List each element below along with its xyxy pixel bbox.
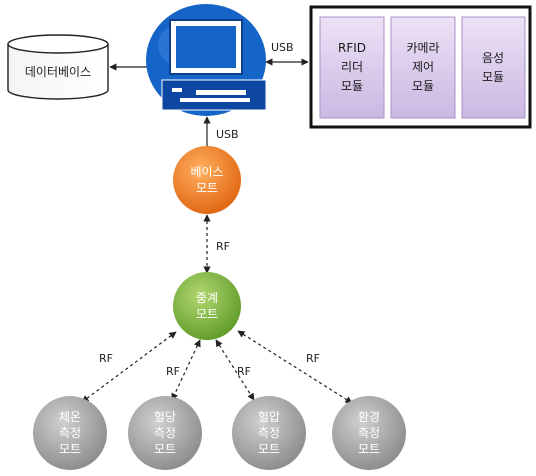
module-camera-line-1: 카메라 xyxy=(406,41,439,55)
module-rfid: RFID 리더 모듈 xyxy=(319,16,385,119)
sensor-blood-pressure-line-1: 혈압 xyxy=(258,410,280,424)
relay-sensor-link-4 xyxy=(237,330,353,404)
module-voice-line-2: 모듈 xyxy=(482,70,504,84)
rf-label-base-relay: RF xyxy=(216,240,230,253)
rf-label-sensor-1: RF xyxy=(99,352,113,365)
module-camera-line-3: 모듈 xyxy=(412,79,434,93)
sensor-glucose-line-3: 모트 xyxy=(154,442,176,456)
sensor-mote-glucose: 혈당 측정 모트 xyxy=(128,396,202,470)
relay-mote-line-1: 중계 xyxy=(196,291,218,305)
relay-sensor-link-2 xyxy=(171,339,201,401)
module-voice-line-1: 음성 xyxy=(482,51,504,65)
sensor-mote-environment: 환경 측정 모트 xyxy=(332,396,406,470)
sensor-glucose-line-1: 혈당 xyxy=(154,410,176,424)
sensor-blood-pressure-line-3: 모트 xyxy=(258,442,280,456)
module-camera: 카메라 제어 모듈 xyxy=(390,16,456,119)
sensor-blood-pressure-line-2: 측정 xyxy=(258,426,280,440)
sensor-temperature-line-1: 체온 xyxy=(59,410,81,424)
rf-label-sensor-4: RF xyxy=(306,352,320,365)
database-cylinder: 데이터베이스 xyxy=(7,34,109,100)
module-voice: 음성 모듈 xyxy=(461,16,526,119)
base-mote: 베이스 모트 xyxy=(173,146,241,214)
relay-mote-line-2: 모트 xyxy=(196,307,218,321)
rf-label-sensor-3: RF xyxy=(237,365,251,378)
usb-label-down: USB xyxy=(216,128,239,141)
module-rfid-line-2: 리더 xyxy=(341,60,363,74)
sensor-environment-line-3: 모트 xyxy=(358,442,380,456)
module-rfid-line-1: RFID xyxy=(338,41,366,55)
base-mote-line-2: 모트 xyxy=(196,181,218,195)
sensor-mote-blood-pressure: 혈압 측정 모트 xyxy=(232,396,306,470)
base-mote-line-1: 베이스 xyxy=(190,165,223,179)
rf-label-sensor-2: RF xyxy=(166,365,180,378)
database-label: 데이터베이스 xyxy=(25,65,91,79)
sensor-temperature-line-3: 모트 xyxy=(59,442,81,456)
sensor-environment-line-1: 환경 xyxy=(358,410,380,424)
sensor-glucose-line-2: 측정 xyxy=(154,426,176,440)
sensor-environment-line-2: 측정 xyxy=(358,426,380,440)
module-camera-line-2: 제어 xyxy=(412,60,434,74)
relay-mote: 중계 모트 xyxy=(173,272,241,340)
computer-icon xyxy=(146,4,267,116)
relay-sensor-link-1 xyxy=(81,331,177,403)
sensor-mote-temperature: 체온 측정 모트 xyxy=(33,396,107,470)
usb-label-top: USB xyxy=(271,41,294,54)
module-rfid-line-3: 모듈 xyxy=(341,79,363,93)
sensor-temperature-line-2: 측정 xyxy=(59,426,81,440)
